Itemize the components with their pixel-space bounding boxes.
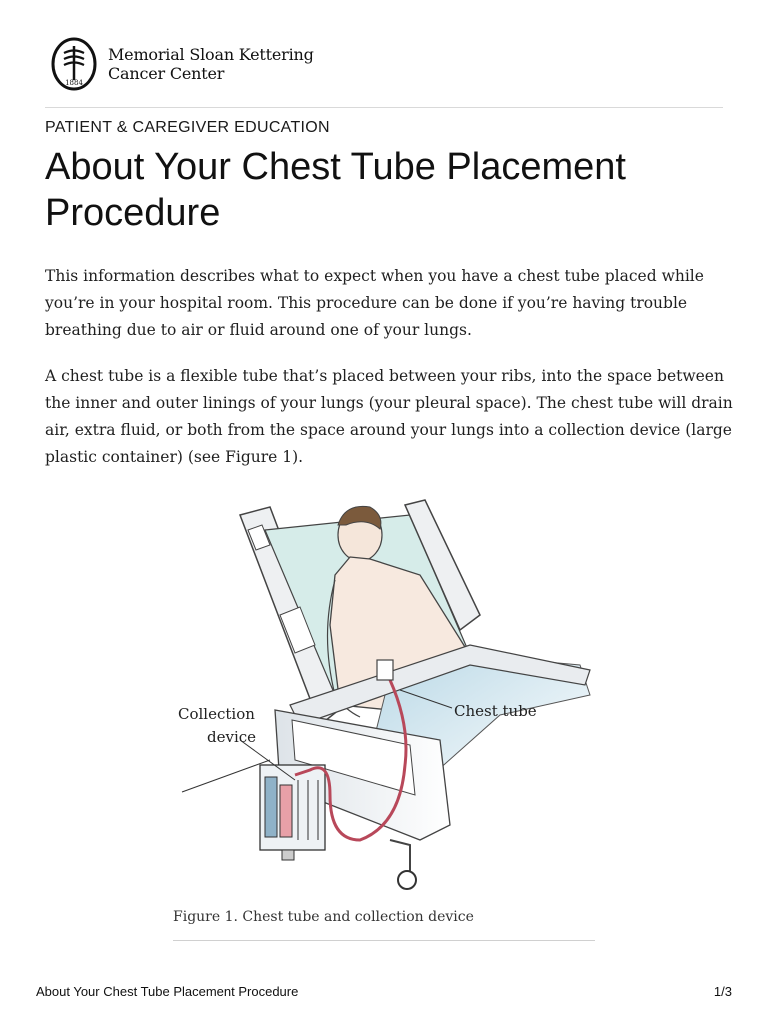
caption-divider	[173, 940, 595, 941]
site-header: 1884 Memorial Sloan Kettering Cancer Cen…	[50, 36, 314, 92]
description-paragraph: A chest tube is a flexible tube that’s p…	[45, 367, 733, 466]
logo-year: 1884	[65, 79, 83, 87]
label-chest-tube: Chest tube	[454, 702, 537, 720]
label-device: device	[207, 728, 256, 746]
chest-tube-illustration: Collection device Chest tube	[178, 499, 591, 890]
collection-device-pointer	[239, 739, 296, 781]
page-number: 1/3	[713, 984, 732, 999]
chest-tube-pointer	[399, 689, 453, 709]
msk-logo-icon: 1884	[51, 37, 97, 91]
chest-tube-insertion-dressing	[376, 659, 394, 681]
header-divider	[45, 107, 723, 108]
collection-device	[259, 764, 326, 861]
chest-tube-line	[294, 679, 408, 842]
org-name: Memorial Sloan Kettering Cancer Center	[108, 45, 314, 83]
page-title: About Your Chest Tube Placement Procedur…	[45, 146, 626, 234]
collection-device-pointer-2	[181, 759, 271, 793]
footer-title: About Your Chest Tube Placement Procedur…	[36, 984, 299, 999]
label-collection: Collection	[178, 705, 255, 723]
org-name-line1: Memorial Sloan Kettering	[108, 45, 314, 64]
section-kicker: PATIENT & CAREGIVER EDUCATION	[45, 119, 330, 136]
figure-caption: Figure 1. Chest tube and collection devi…	[173, 909, 474, 925]
org-name-line2: Cancer Center	[108, 64, 225, 83]
intro-paragraph: This information describes what to expec…	[45, 267, 704, 339]
